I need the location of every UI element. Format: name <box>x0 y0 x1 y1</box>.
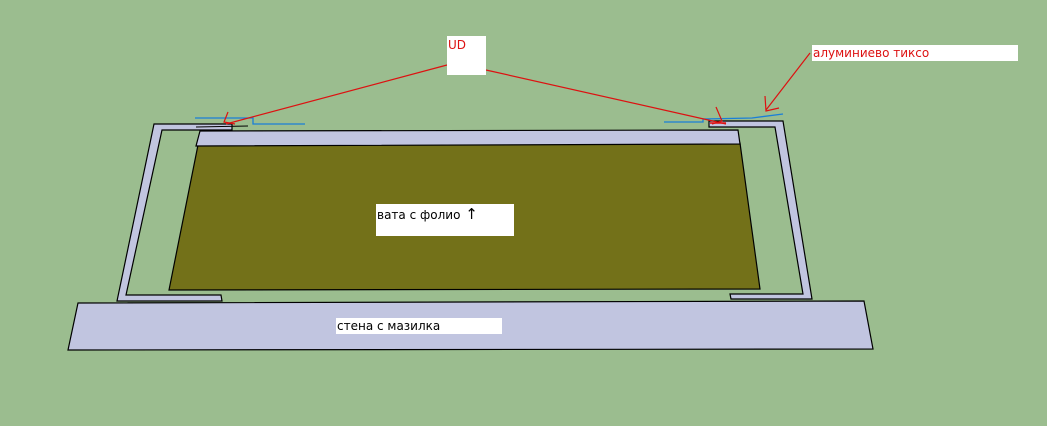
tape-leader <box>765 52 811 111</box>
aluminum-tape-label: алуминиево тиксо <box>812 45 1018 61</box>
ud-arrowhead-left <box>223 111 236 125</box>
ud-profile-left-tab <box>195 125 249 128</box>
ud-profile-right <box>708 120 813 300</box>
foil-strip-shape <box>195 129 741 147</box>
wall-plaster-label-text: стена с мазилка <box>337 319 441 333</box>
up-arrow-icon: ↑ <box>465 205 478 223</box>
aluminum-tape-left <box>195 117 305 125</box>
ud-label: UD <box>447 36 486 75</box>
wool-foil-label-text: вата с фолио <box>377 208 461 222</box>
ud-label-text: UD <box>448 38 467 52</box>
wool-foil-label: вата с фолио ↑ <box>376 204 514 236</box>
aluminum-tape-label-text: алуминиево тиксо <box>813 46 930 60</box>
ud-leader-left <box>225 64 448 125</box>
tape-arrowhead <box>764 95 780 112</box>
ud-leader-right <box>485 69 727 125</box>
wall-plaster-label: стена с мазилка <box>336 318 502 334</box>
